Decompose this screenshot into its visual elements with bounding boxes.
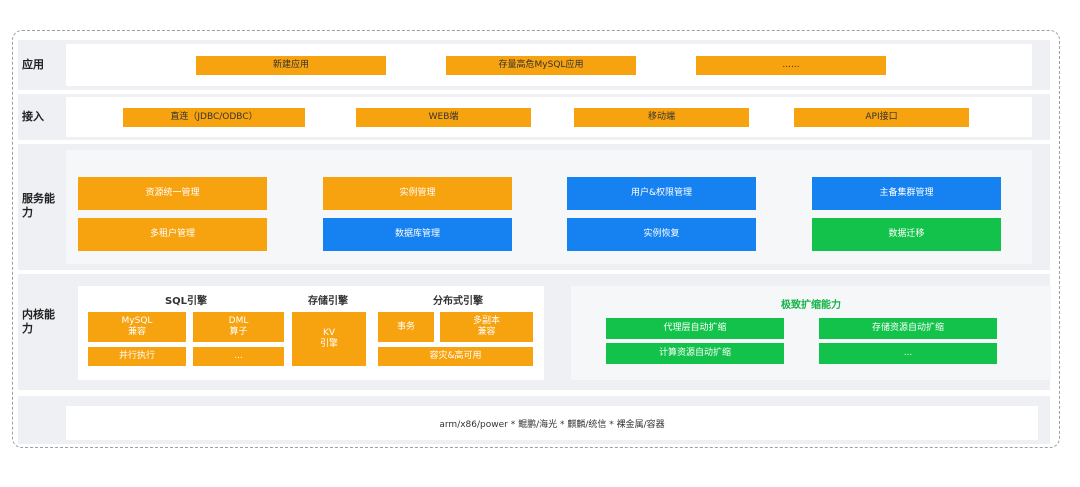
row-infrastructure: arm/x86/power * 鲲鹏/海光 * 麒麟/统信 * 裸金属/容器 [18,396,1050,444]
access-web: WEB端 [356,108,531,127]
dist-transaction: 事务 [378,312,434,342]
dist-multi-replica: 多副本 兼容 [440,312,533,342]
svc-instance-recovery: 实例恢复 [567,218,756,251]
sql-dml-operator: DML 算子 [193,312,284,342]
access-mobile: 移动端 [574,108,749,127]
app-legacy-mysql: 存量高危MySQL应用 [446,56,636,75]
svc-resource-mgmt: 资源统一管理 [78,177,267,210]
dist-disaster-ha: 容灾&高可用 [378,347,533,366]
svc-multi-tenant: 多租户管理 [78,218,267,251]
row-label-access: 接入 [22,110,44,123]
scaling-title: 极致扩缩能力 [781,300,841,311]
sql-more: ... [193,347,284,366]
infrastructure-panel: arm/x86/power * 鲲鹏/海光 * 麒麟/统信 * 裸金属/容器 [66,406,1038,440]
svc-user-perm: 用户&权限管理 [567,177,756,210]
application-panel: 新建应用 存量高危MySQL应用 ...... [66,44,1032,86]
storage-engine-title: 存储引擎 [308,296,348,307]
access-api: API接口 [794,108,969,127]
row-label-kernel: 内核能 力 [22,308,55,335]
scale-storage-auto: 存储资源自动扩缩 [819,318,997,339]
row-label-service: 服务能 力 [22,192,55,219]
sql-engine-title: SQL引擎 [164,296,208,307]
access-direct: 直连（JDBC/ODBC） [123,108,305,127]
app-more: ...... [696,56,886,75]
scaling-panel: 极致扩缩能力 代理层自动扩缩 存储资源自动扩缩 计算资源自动扩缩 ... [571,286,1051,380]
svc-cluster-mgmt: 主备集群管理 [812,177,1001,210]
scale-proxy-auto: 代理层自动扩缩 [606,318,784,339]
svc-db-mgmt: 数据库管理 [323,218,512,251]
infrastructure-text: arm/x86/power * 鲲鹏/海光 * 麒麟/统信 * 裸金属/容器 [439,419,665,430]
storage-kv-engine: KV 引擎 [292,312,366,366]
access-panel: 直连（JDBC/ODBC） WEB端 移动端 API接口 [66,97,1032,137]
scale-more: ... [819,343,997,364]
row-service: 服务能 力 资源统一管理 实例管理 用户&权限管理 主备集群管理 多租户管理 数… [18,144,1050,270]
row-application: 应用 新建应用 存量高危MySQL应用 ...... [18,40,1050,90]
sql-mysql-compat: MySQL 兼容 [88,312,186,342]
row-access: 接入 直连（JDBC/ODBC） WEB端 移动端 API接口 [18,94,1050,140]
svc-data-migration: 数据迁移 [812,218,1001,251]
row-label-application: 应用 [22,58,44,71]
architecture-frame [12,30,1060,448]
service-panel: 资源统一管理 实例管理 用户&权限管理 主备集群管理 多租户管理 数据库管理 实… [66,150,1032,264]
row-kernel: 内核能 力 SQL引擎 存储引擎 分布式引擎 MySQL 兼容 DML 算子 并… [18,274,1051,390]
sql-parallel-exec: 并行执行 [88,347,186,366]
scale-compute-auto: 计算资源自动扩缩 [606,343,784,364]
svc-instance-mgmt: 实例管理 [323,177,512,210]
dist-engine-title: 分布式引擎 [433,296,483,307]
engine-panel: SQL引擎 存储引擎 分布式引擎 MySQL 兼容 DML 算子 并行执行 ..… [78,286,544,380]
app-new: 新建应用 [196,56,386,75]
